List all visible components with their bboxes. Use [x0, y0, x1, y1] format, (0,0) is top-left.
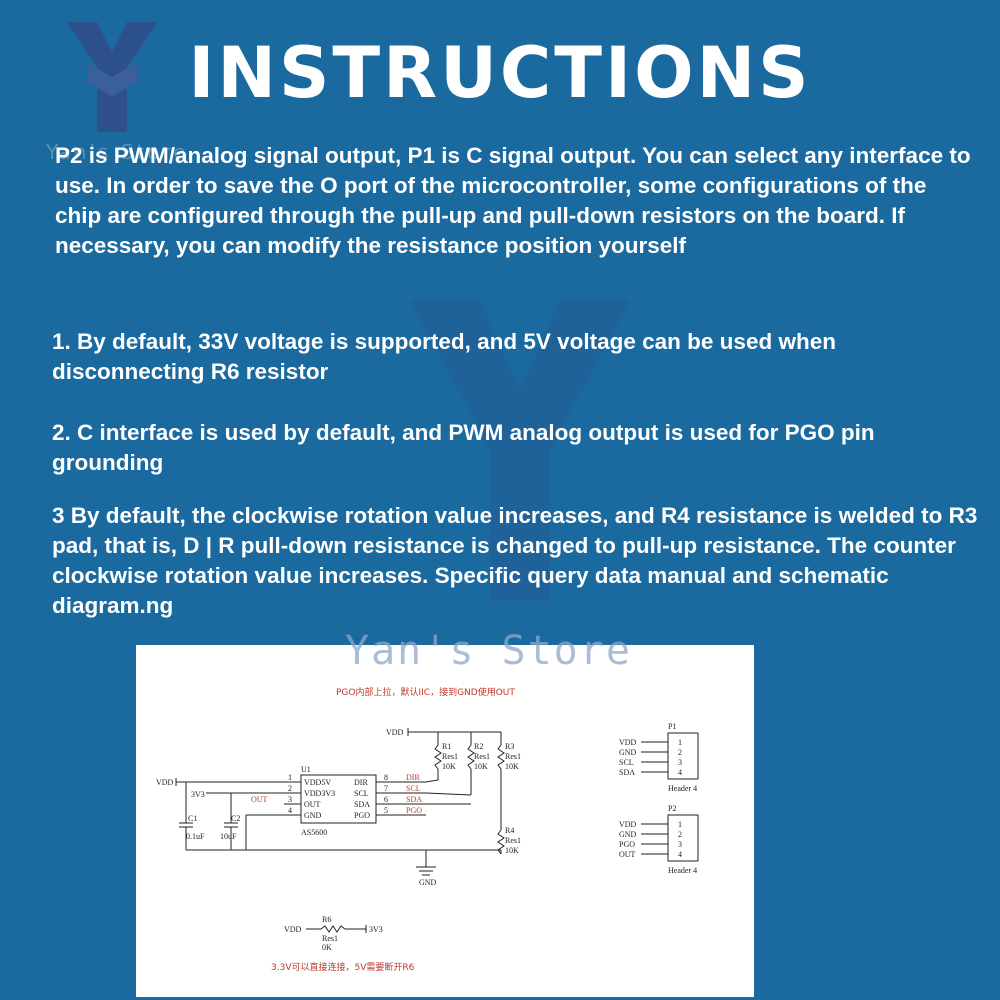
pin-num-7: 7	[384, 784, 388, 793]
schematic-note-bottom: 3.3V可以直接连接，5V需要断开R6	[271, 961, 415, 973]
p2-pin-3-label: PGO	[619, 840, 635, 849]
chip-pin-gnd: GND	[304, 811, 322, 820]
chip-pin-pgo: PGO	[354, 811, 370, 820]
r1-ref: R1	[442, 742, 451, 751]
vdd-label-left: VDD	[156, 778, 174, 787]
c2-val: 10uF	[220, 832, 237, 841]
p2-pin-4-label: OUT	[619, 850, 636, 859]
r6-ref: R6	[322, 915, 331, 924]
chip-pin-scl: SCL	[354, 789, 369, 798]
schematic-note-top: PGO内部上拉，默认IIC，接到GND使用OUT	[336, 686, 515, 698]
r4-ref: R4	[505, 826, 514, 835]
p1-num-4: 4	[678, 768, 682, 777]
chip-ref: U1	[301, 765, 311, 774]
r3-val: 10K	[505, 762, 519, 771]
instruction-item-3: 3 By default, the clockwise rotation val…	[52, 503, 978, 618]
r6-v33-label: 3V3	[369, 925, 383, 934]
r3-type: Res1	[505, 752, 521, 761]
pin-num-6: 6	[384, 795, 388, 804]
p2-num-4: 4	[678, 850, 682, 859]
p1-pin-4-label: SDA	[619, 768, 635, 777]
r1-type: Res1	[442, 752, 458, 761]
r2-type: Res1	[474, 752, 490, 761]
p2-pin-2-label: GND	[619, 830, 637, 839]
net-pgo: PGO	[406, 806, 422, 815]
r1-val: 10K	[442, 762, 456, 771]
chip-name: AS5600	[301, 828, 327, 837]
p1-ref: P1	[668, 722, 676, 731]
r2-ref: R2	[474, 742, 483, 751]
chip-pin-dir: DIR	[354, 778, 368, 787]
out-net-label: OUT	[251, 795, 268, 804]
net-dir: DIR	[406, 773, 420, 782]
store-logo-text: Yan's Store	[46, 140, 189, 164]
background-logo-watermark	[410, 300, 630, 600]
p2-num-3: 3	[678, 840, 682, 849]
net-sda: SDA	[406, 795, 422, 804]
pin-num-2: 2	[288, 784, 292, 793]
p1-num-3: 3	[678, 758, 682, 767]
c1-val: 0.1uF	[186, 832, 205, 841]
schematic-drawing: PGO内部上拉，默认IIC，接到GND使用OUT VDD VDD 3V3 OUT…	[156, 686, 699, 973]
p1-num-1: 1	[678, 738, 682, 747]
c2-ref: C2	[231, 814, 240, 823]
p2-ref: P2	[668, 804, 676, 813]
p1-pin-3-label: SCL	[619, 758, 634, 767]
store-watermark-text: Yan's Store	[345, 628, 632, 674]
r2-val: 10K	[474, 762, 488, 771]
pin-num-8: 8	[384, 773, 388, 782]
net-scl: SCL	[406, 784, 421, 793]
chip-pin-vdd5v: VDD5V	[304, 778, 331, 787]
r4-type: Res1	[505, 836, 521, 845]
instruction-item-2: 2. C interface is used by default, and P…	[52, 420, 875, 475]
p2-pin-1-label: VDD	[619, 820, 637, 829]
store-logo-icon	[67, 22, 157, 132]
instruction-item-1: 1. By default, 33V voltage is supported,…	[52, 329, 836, 384]
chip-pin-sda: SDA	[354, 800, 370, 809]
pin-num-5: 5	[384, 806, 388, 815]
p2-name: Header 4	[668, 866, 697, 875]
pin-num-1: 1	[288, 773, 292, 782]
r6-val: 0K	[322, 943, 332, 952]
gnd-label: GND	[419, 878, 437, 887]
p2-num-1: 1	[678, 820, 682, 829]
chip-pin-vdd3v3: VDD3V3	[304, 789, 335, 798]
schematic-diagram: PGO内部上拉，默认IIC，接到GND使用OUT VDD VDD 3V3 OUT…	[136, 645, 754, 997]
r4-val: 10K	[505, 846, 519, 855]
p1-pin-1-label: VDD	[619, 738, 637, 747]
p1-pin-2-label: GND	[619, 748, 637, 757]
p2-num-2: 2	[678, 830, 682, 839]
r6-type: Res1	[322, 934, 338, 943]
p1-name: Header 4	[668, 784, 697, 793]
intro-paragraph: P2 is PWM/analog signal output, P1 is C …	[55, 143, 971, 258]
page-title: INSTRUCTIONS	[188, 32, 812, 114]
r6-vdd-label: VDD	[284, 925, 302, 934]
r3-ref: R3	[505, 742, 514, 751]
c1-ref: C1	[188, 814, 197, 823]
pin-num-3: 3	[288, 795, 292, 804]
p1-num-2: 2	[678, 748, 682, 757]
chip-pin-out: OUT	[304, 800, 321, 809]
v33-label: 3V3	[191, 790, 205, 799]
vdd-label-top: VDD	[386, 728, 404, 737]
pin-num-4: 4	[288, 806, 292, 815]
